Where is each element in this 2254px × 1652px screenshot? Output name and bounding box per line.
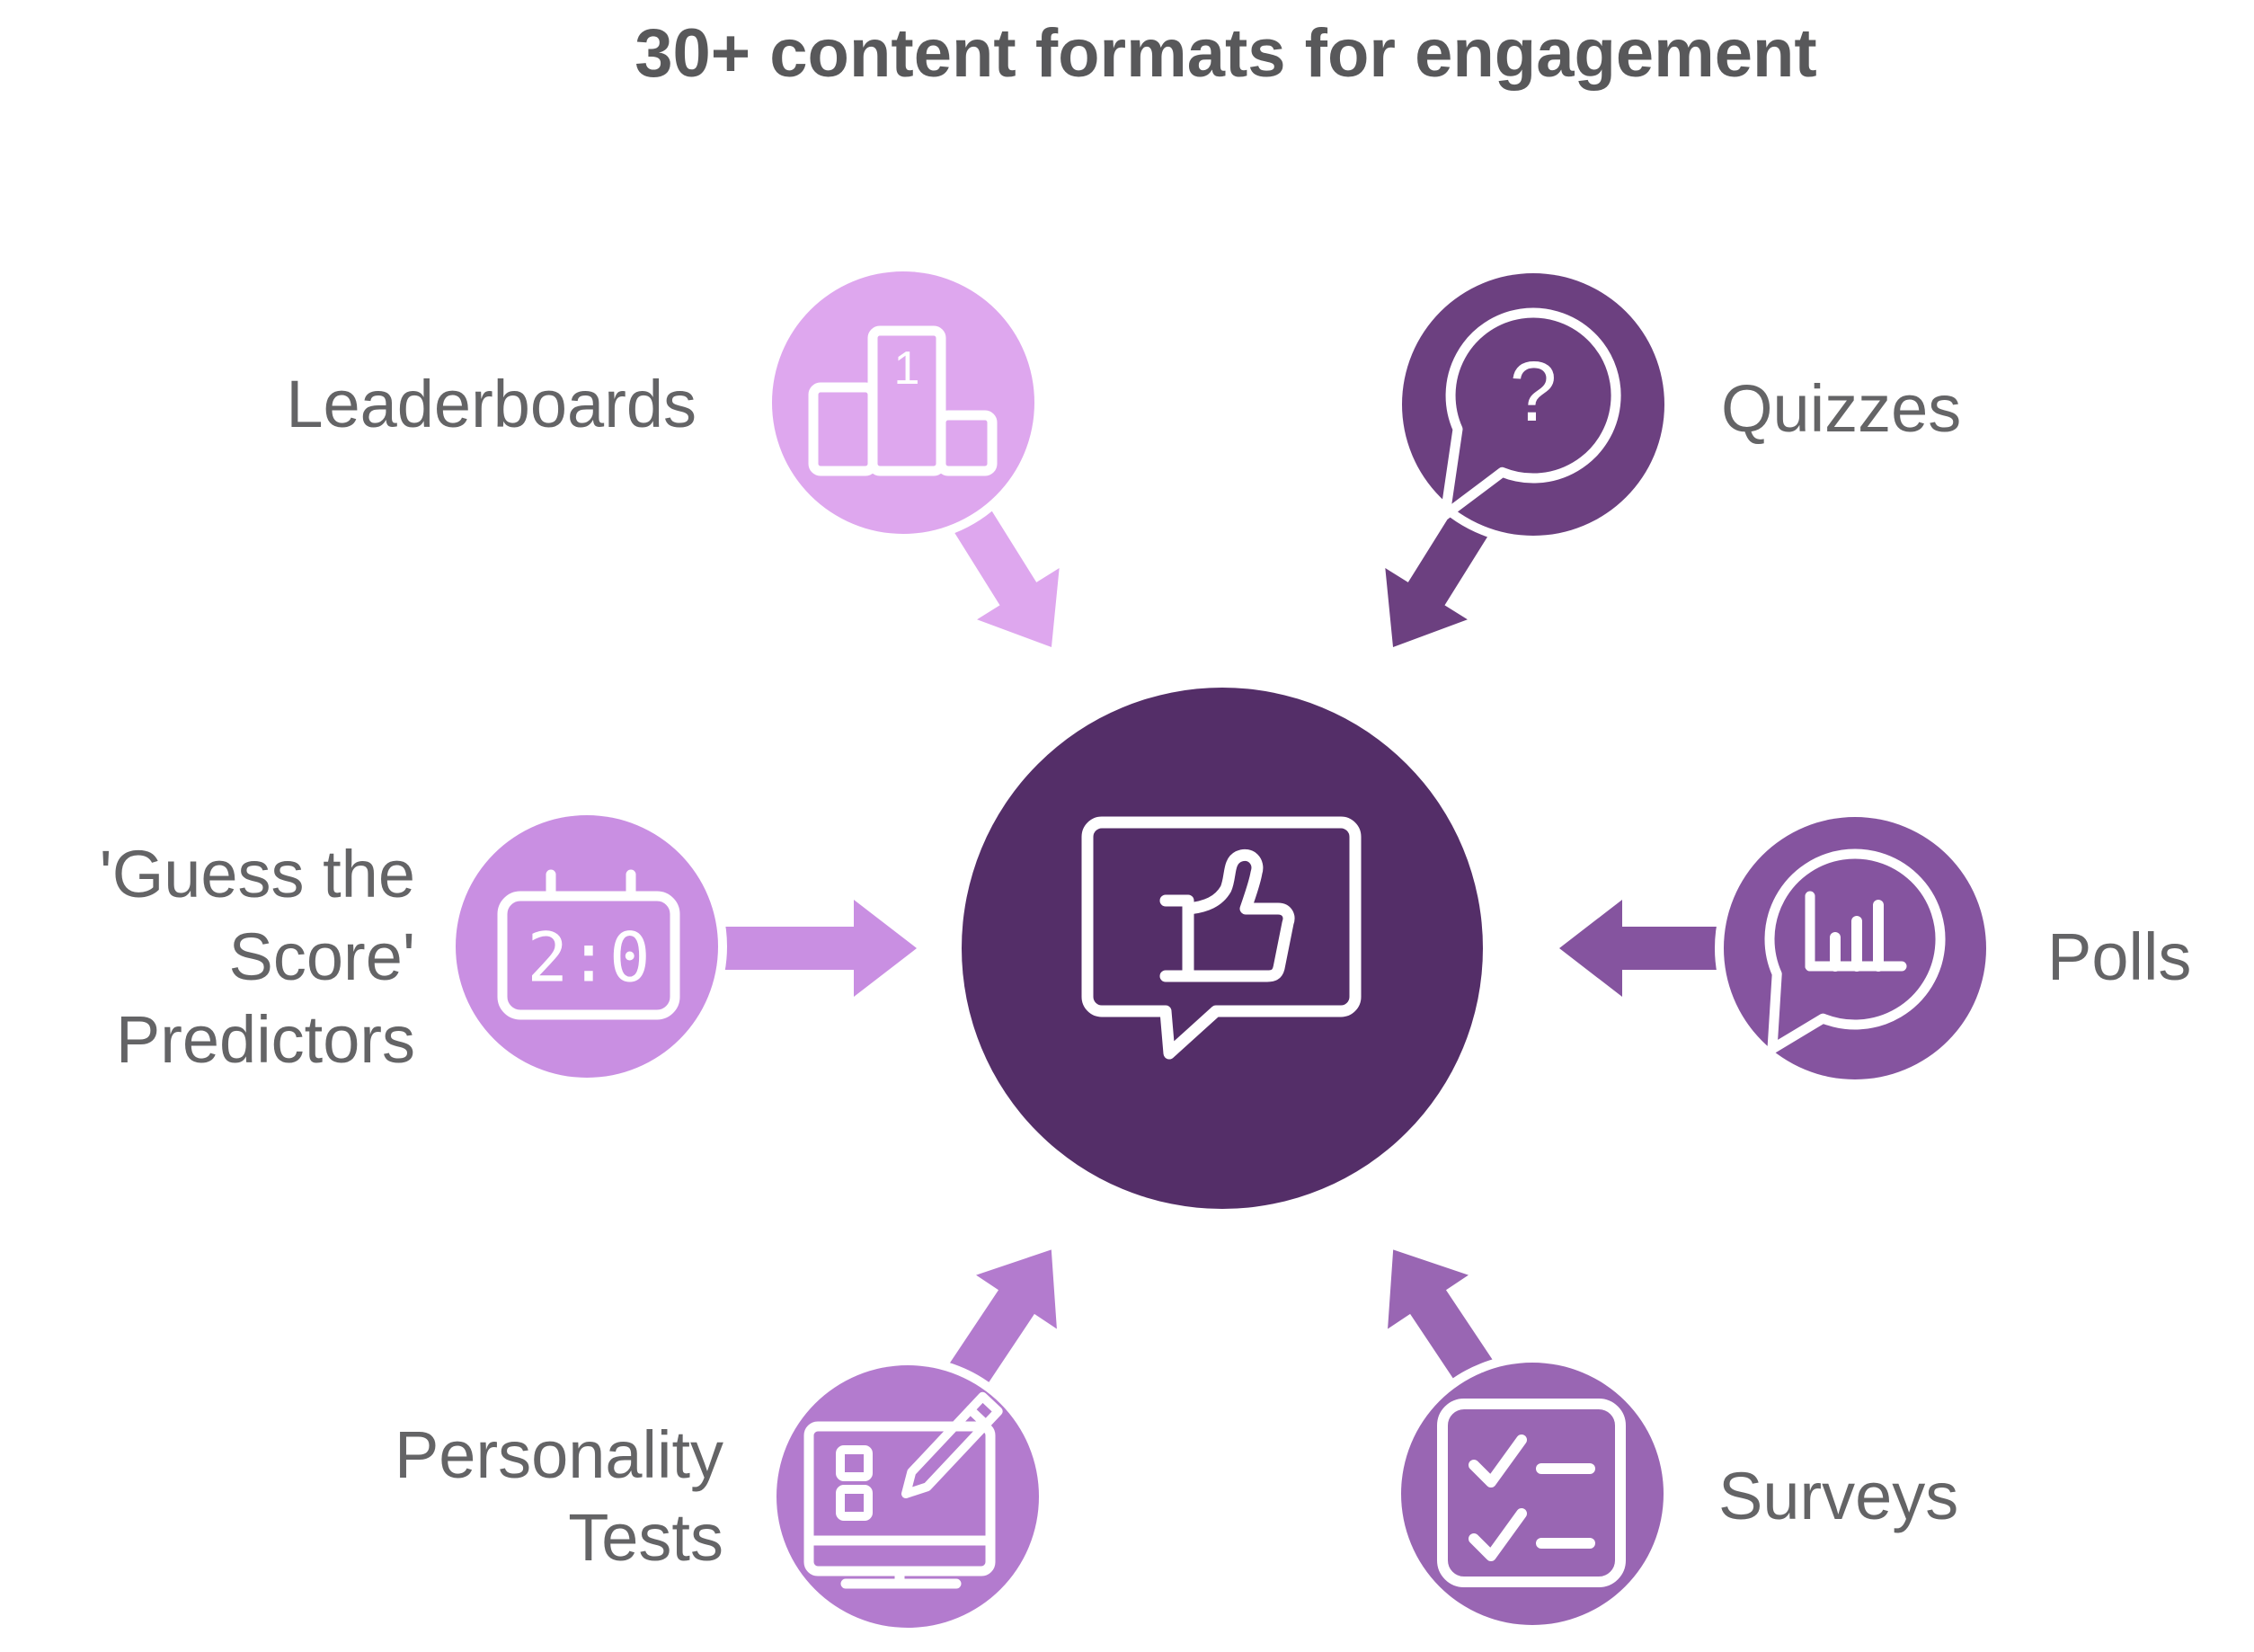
thumbs-up-icon xyxy=(1182,849,1295,982)
checklist-icon xyxy=(1437,1399,1626,1587)
leaderboards-node: 1 xyxy=(763,262,1043,543)
surveys-circle xyxy=(1392,1354,1673,1634)
scoreboard-score-text: 2:0 xyxy=(527,918,650,998)
surveys-node xyxy=(1392,1354,1673,1634)
question-mark-glyph: ? xyxy=(1510,344,1557,440)
podium-icon: 1 xyxy=(808,325,998,476)
poll-chart-bubble-icon xyxy=(1764,848,1946,1054)
thumb-cuff xyxy=(1159,894,1194,982)
scoreboard-icon: 2:0 xyxy=(497,869,680,1020)
leaderboards-label: Leaderboards xyxy=(286,367,697,441)
guess-the-score-label: 'Guess the Score' Predictors xyxy=(99,837,415,1077)
hub-circle xyxy=(951,677,1494,1220)
question-bubble-icon: ? xyxy=(1440,307,1621,520)
engagement-hub-node xyxy=(951,677,1494,1220)
personality-tests-label: Personality Tests xyxy=(394,1417,723,1575)
surveys-label: Surveys xyxy=(1718,1459,1959,1533)
quizzes-node: ? xyxy=(1393,264,1673,545)
polls-node xyxy=(1715,808,1995,1088)
like-message-bubble-icon xyxy=(1081,816,1362,1060)
monitor-pencil-icon xyxy=(803,1391,1003,1589)
pencil-glyph xyxy=(901,1391,1003,1498)
page-title: 30+ content formats for engagement xyxy=(634,15,1817,92)
quizzes-label: Quizzes xyxy=(1721,371,1962,446)
guess-the-score-node: 2:0 xyxy=(447,806,727,1087)
podium-rank-number: 1 xyxy=(894,342,920,395)
personality-tests-node xyxy=(768,1356,1048,1637)
polls-label: Polls xyxy=(2047,919,2192,994)
